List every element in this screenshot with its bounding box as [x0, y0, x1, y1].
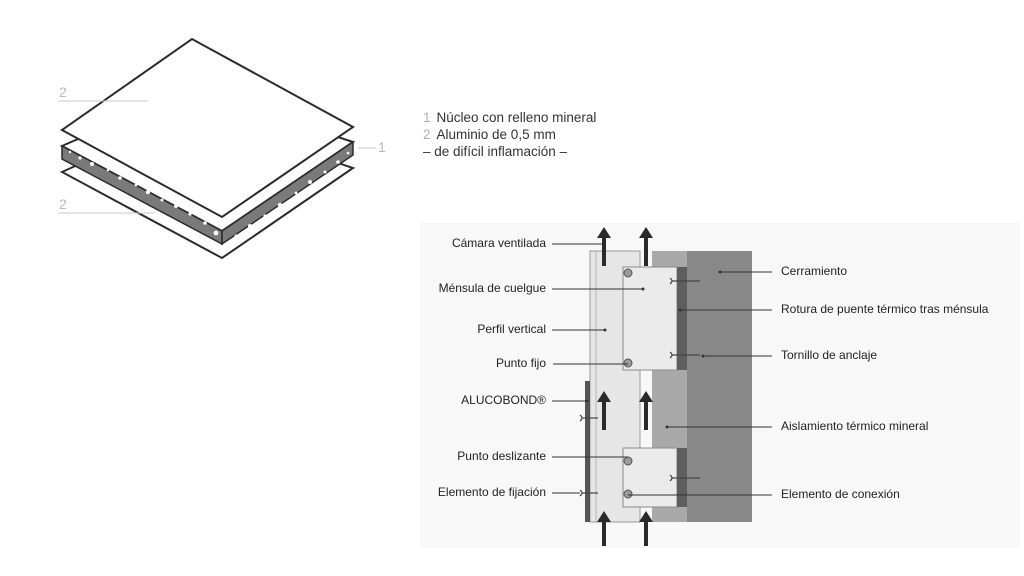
fixed-point-icon: [623, 358, 633, 368]
legend-item: 2 Aluminio de 0,5 mm: [423, 126, 596, 143]
airflow-arrows: [597, 227, 653, 546]
callout-number-core: 1: [378, 139, 386, 155]
legend-number: 2: [423, 127, 431, 142]
legend-note: – de difícil inflamación –: [423, 144, 568, 159]
legend-item: 1 Núcleo con relleno mineral: [423, 109, 596, 126]
anchor-screws: [579, 277, 700, 497]
legend-text: Aluminio de 0,5 mm: [436, 127, 556, 142]
callout-number-bottom: 2: [59, 196, 67, 212]
left-leader-lines: [552, 243, 643, 494]
label-punto-fijo: Punto fijo: [495, 356, 546, 370]
label-aislamiento-termico: Aislamiento térmico mineral: [781, 419, 929, 433]
legend-number: 1: [423, 110, 431, 125]
label-perfil-vertical: Perfil vertical: [477, 322, 546, 336]
composite-panel-diagram: [58, 37, 376, 260]
sliding-point-icon: [623, 456, 633, 466]
right-leader-lines: [628, 271, 772, 496]
label-tornillo-de-anclaje: Tornillo de anclaje: [781, 348, 878, 362]
wall-cerramiento: [687, 251, 752, 522]
mineral-core-right-face: [221, 140, 354, 246]
fixed-point-icon: [623, 268, 633, 278]
sliding-point-icon: [623, 489, 633, 499]
lower-bracket: [622, 447, 678, 508]
label-punto-deslizante: Punto deslizante: [457, 449, 546, 463]
label-alucobond: ALUCOBOND®: [461, 393, 546, 407]
legend-text: Núcleo con relleno mineral: [436, 110, 597, 125]
thermal-break-upper: [677, 267, 687, 370]
label-rotura-puente-termico: Rotura de puente térmico tras ménsula: [781, 302, 989, 316]
label-cerramiento: Cerramiento: [781, 264, 848, 278]
callout-number-top: 2: [59, 84, 67, 100]
label-mensula-de-cuelgue: Ménsula de cuelgue: [438, 281, 546, 295]
label-camara-ventilada: Cámara ventilada: [451, 236, 546, 250]
legend: 1 Núcleo con relleno mineral 2 Aluminio de…: [423, 109, 596, 160]
upper-bracket: [622, 266, 678, 371]
label-elemento-de-fijacion: Elemento de fijación: [437, 485, 546, 499]
mineral-filler-dots: [68, 150, 350, 238]
alucobond-panel: [585, 381, 590, 522]
top-aluminium-sheet: [60, 37, 355, 219]
label-elemento-de-conexion: Elemento de conexión: [781, 487, 900, 501]
